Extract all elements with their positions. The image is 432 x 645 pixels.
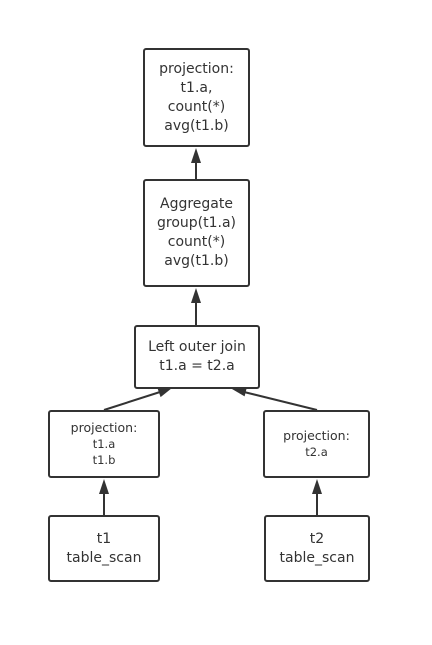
node-label: t1.b: [92, 453, 116, 467]
node-label: group(t1.a): [156, 215, 236, 231]
projection-left-node: projection: t1.a t1.b: [48, 410, 160, 478]
node-label: t1: [96, 530, 112, 547]
table-scan-t2-node: t2 table_scan: [264, 515, 370, 582]
node-label: Aggregate: [160, 196, 233, 212]
node-label: t2: [309, 530, 325, 547]
node-label: t1.a: [92, 437, 116, 451]
arrowhead-join-right: [232, 386, 247, 397]
arrowhead-projection-top: [191, 148, 201, 163]
arrowhead-projection-right: [312, 479, 322, 494]
arrowhead-aggregate: [191, 288, 201, 303]
table-scan-t1-node: t1 table_scan: [48, 515, 160, 582]
projection-top-node: projection: t1.a, count(*) avg(t1.b): [143, 48, 250, 147]
node-label: table_scan: [279, 549, 355, 566]
node-label: projection:: [70, 420, 138, 435]
node-label: avg(t1.b): [164, 253, 229, 269]
node-label: avg(t1.b): [164, 117, 229, 134]
node-label: projection:: [159, 60, 234, 77]
node-label: table_scan: [66, 549, 142, 566]
node-label: count(*): [167, 234, 226, 250]
node-label: t1.a,: [180, 79, 213, 96]
arrowhead-join-left: [157, 387, 172, 398]
edge-projection-right-to-join: [243, 391, 318, 411]
left-outer-join-node: Left outer join t1.a = t2.a: [134, 325, 260, 389]
node-label: t2.a: [305, 445, 328, 459]
node-label: Left outer join: [148, 339, 246, 355]
edge-projection-left-to-join: [103, 391, 161, 411]
arrowhead-projection-left: [99, 479, 109, 494]
node-label: projection:: [283, 428, 350, 443]
node-label: count(*): [167, 98, 226, 115]
projection-right-node: projection: t2.a: [263, 410, 370, 478]
node-label: t1.a = t2.a: [159, 358, 235, 374]
aggregate-node: Aggregate group(t1.a) count(*) avg(t1.b): [143, 179, 250, 287]
